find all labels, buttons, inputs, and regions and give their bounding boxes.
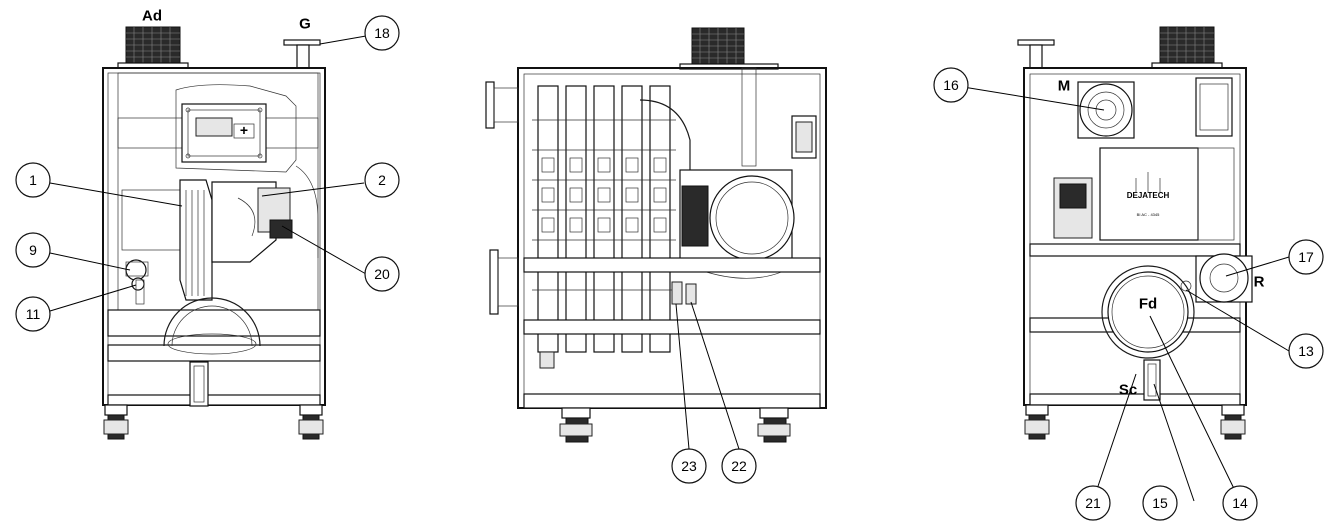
callout-2: 2 bbox=[364, 162, 400, 198]
callout-22: 22 bbox=[721, 448, 757, 484]
leader-lines bbox=[49, 35, 1290, 502]
callout-18: 18 bbox=[364, 15, 400, 51]
label-ad: Ad bbox=[142, 8, 162, 25]
svg-text:21: 21 bbox=[1085, 495, 1101, 511]
callout-17: 17 bbox=[1288, 239, 1324, 275]
label-fd: Fd bbox=[1139, 296, 1157, 313]
model-label: BI AC - 4345 bbox=[1137, 212, 1160, 217]
svg-text:1: 1 bbox=[29, 172, 37, 188]
wheel-icon bbox=[559, 407, 593, 443]
gas-connection bbox=[1017, 39, 1055, 69]
wheel-icon bbox=[1024, 404, 1050, 440]
air-intake-grille-icon bbox=[691, 27, 745, 65]
svg-text:18: 18 bbox=[374, 25, 390, 41]
label-g: G bbox=[299, 16, 311, 33]
wheel-icon bbox=[298, 404, 324, 440]
rear-view: DEJATECH BI AC - 4345 bbox=[1017, 26, 1265, 440]
callout-21: 21 bbox=[1075, 485, 1111, 521]
air-intake-grille-icon bbox=[117, 26, 189, 69]
wheel-icon bbox=[103, 404, 129, 440]
svg-text:17: 17 bbox=[1298, 249, 1314, 265]
svg-text:2: 2 bbox=[378, 172, 386, 188]
gas-connection bbox=[283, 39, 321, 69]
callout-9: 9 bbox=[15, 232, 51, 268]
callout-15: 15 bbox=[1142, 485, 1178, 521]
svg-text:13: 13 bbox=[1298, 343, 1314, 359]
flange-r bbox=[1195, 253, 1253, 303]
svg-text:16: 16 bbox=[943, 77, 959, 93]
label-m: M bbox=[1058, 78, 1071, 95]
callout-13: 13 bbox=[1288, 333, 1324, 369]
heat-exchanger-sections bbox=[532, 85, 676, 353]
flange-m bbox=[1077, 81, 1135, 139]
valve-left bbox=[125, 259, 149, 305]
label-sc: Sc bbox=[1119, 382, 1137, 399]
svg-text:9: 9 bbox=[29, 242, 37, 258]
wheel-icon bbox=[757, 407, 791, 443]
svg-text:11: 11 bbox=[26, 306, 41, 322]
air-intake-grille-icon bbox=[1151, 26, 1223, 69]
flue-outlet-fd bbox=[1101, 265, 1195, 359]
brand-label: DEJATECH bbox=[1127, 191, 1170, 200]
callout-16: 16 bbox=[933, 67, 969, 103]
front-view: + bbox=[102, 8, 326, 440]
svg-text:22: 22 bbox=[731, 458, 747, 474]
wheel-icon bbox=[1220, 404, 1246, 440]
display-panel-icon: + bbox=[181, 103, 267, 163]
side-view bbox=[485, 27, 827, 443]
svg-text:15: 15 bbox=[1152, 495, 1168, 511]
callout-20: 20 bbox=[364, 256, 400, 292]
callout-1: 1 bbox=[15, 162, 51, 198]
callout-11: 11 bbox=[15, 296, 51, 332]
label-r: R bbox=[1254, 274, 1265, 291]
svg-text:20: 20 bbox=[374, 266, 390, 282]
svg-text:+: + bbox=[240, 122, 248, 138]
svg-text:14: 14 bbox=[1232, 495, 1248, 511]
callout-23: 23 bbox=[671, 448, 707, 484]
callout-14: 14 bbox=[1222, 485, 1258, 521]
svg-text:23: 23 bbox=[681, 458, 697, 474]
